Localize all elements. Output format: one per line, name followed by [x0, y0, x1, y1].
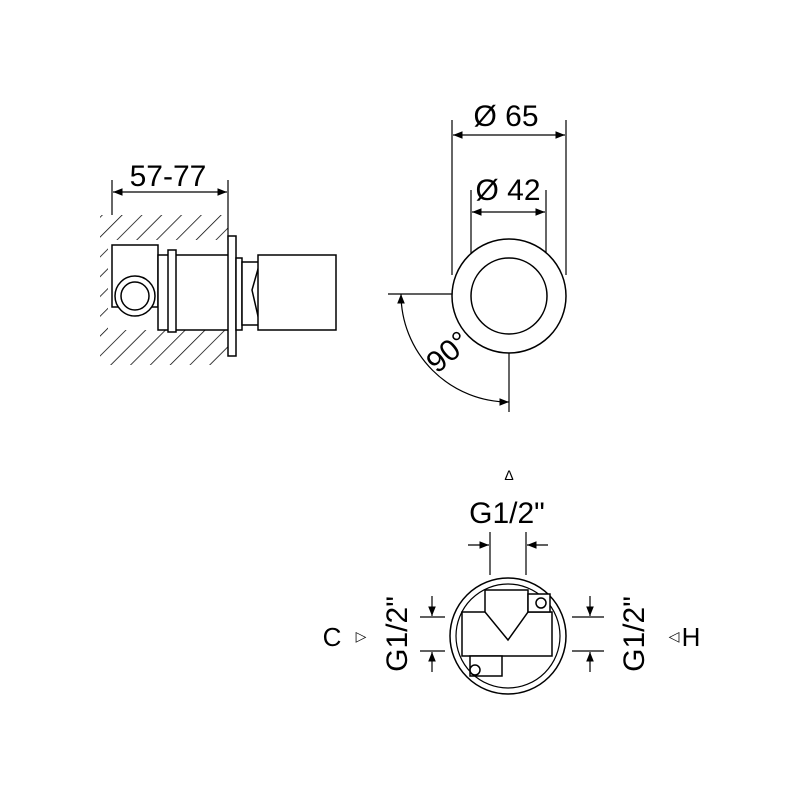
top-connection-label: G1/2" — [469, 497, 545, 530]
rear-view: Δ G1/2" G1/2" C ▷ G1/2" ◁ H — [323, 467, 701, 695]
cold-label: C — [323, 622, 342, 652]
wall-plate — [227, 235, 237, 357]
screw-hole-bottom — [469, 664, 481, 676]
plate-lip — [235, 257, 243, 331]
left-marker: ▷ — [356, 628, 367, 644]
outer-diameter-label: Ø 65 — [473, 100, 538, 133]
hot-label: H — [682, 622, 701, 652]
angle-arc — [397, 293, 510, 406]
side-view: 57-77 — [100, 160, 337, 365]
right-marker: ◁ — [669, 628, 680, 644]
pipe-inner — [120, 281, 150, 311]
front-view: 90° Ø 65 Ø 42 — [388, 100, 567, 412]
left-connection-label: G1/2" — [381, 596, 414, 672]
inner-diameter-label: Ø 42 — [475, 174, 540, 207]
depth-label: 57-77 — [130, 160, 207, 193]
right-connection-label: G1/2" — [618, 596, 651, 672]
handle-neck — [241, 261, 261, 326]
top-inlet — [484, 589, 529, 642]
flange-left — [167, 249, 177, 333]
screw-hole-top — [535, 597, 547, 609]
rosette-inner — [470, 257, 548, 335]
handle — [257, 254, 337, 331]
top-marker: Δ — [504, 467, 513, 483]
